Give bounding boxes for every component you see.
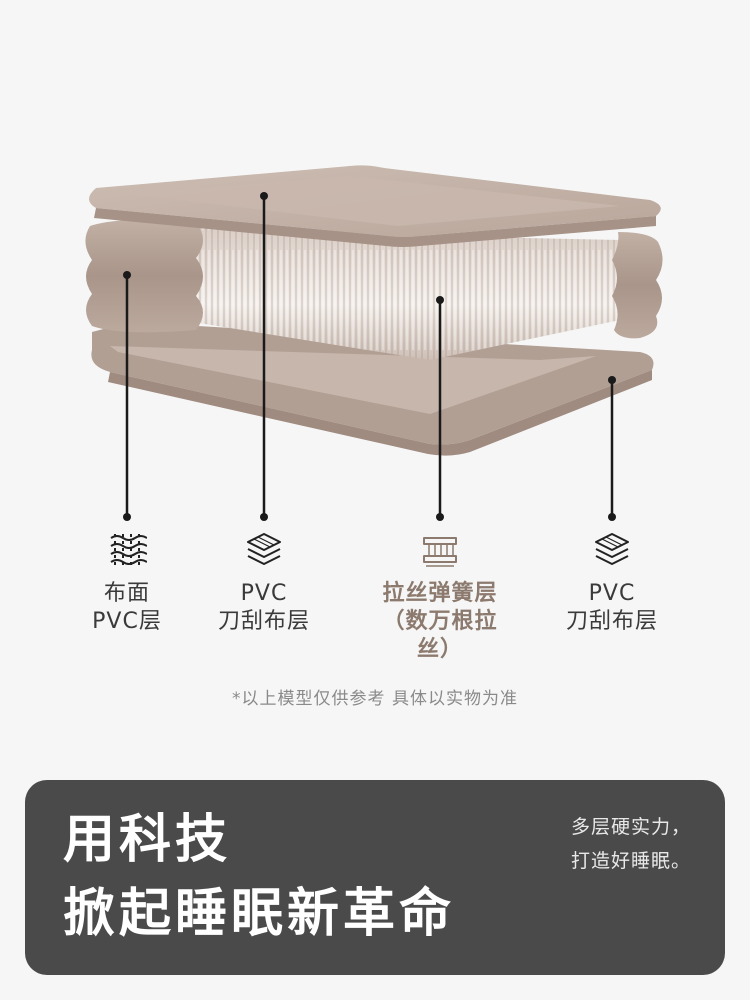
layer-name: PVC bbox=[240, 581, 288, 606]
layer-top-pvc: PVC 刀刮布层 bbox=[189, 530, 339, 636]
headline-line-1: 用科技 bbox=[63, 810, 232, 870]
drop-stitch-icon bbox=[423, 537, 457, 567]
callout-dot-top-pvc bbox=[260, 192, 268, 200]
layer-name-sub: PVC层 bbox=[92, 609, 162, 634]
stacked-layers-icon bbox=[595, 533, 629, 565]
disclaimer-note: *以上模型仅供参考 具体以实物为准 bbox=[232, 689, 518, 709]
stacked-layers-icon bbox=[247, 533, 281, 565]
layer-bottom-pvc: PVC 刀刮布层 bbox=[537, 530, 687, 636]
layer-name: PVC bbox=[588, 581, 636, 606]
layer-name-sub: 刀刮布层 bbox=[565, 609, 658, 634]
top-fabric-panel bbox=[89, 165, 661, 247]
banner-tagline: 多层硬实力， 打造好睡眠。 bbox=[571, 810, 691, 878]
layer-name: 布面 bbox=[103, 581, 150, 606]
woven-fabric-icon bbox=[110, 534, 147, 566]
tagline-line-1: 多层硬实力， bbox=[570, 816, 691, 838]
callout-dot-drop-stitch bbox=[436, 296, 444, 304]
bottom-pvc-panel bbox=[91, 322, 654, 456]
layer-name-sub: 刀刮布层 bbox=[217, 609, 310, 634]
layer-drop-stitch: 拉丝弹簧层 （数万根拉丝） bbox=[365, 530, 515, 664]
callout-dot-fabric-pvc bbox=[123, 271, 131, 279]
layer-name-sub: （数万根拉丝） bbox=[382, 609, 498, 662]
callout-dot-bottom-pvc bbox=[608, 376, 616, 384]
promo-banner: 用科技 掀起睡眠新革命 多层硬实力， 打造好睡眠。 bbox=[25, 780, 725, 975]
layer-fabric-pvc: 布面 PVC层 bbox=[52, 530, 202, 636]
tagline-line-2: 打造好睡眠。 bbox=[570, 850, 691, 872]
layer-name: 拉丝弹簧层 bbox=[382, 581, 498, 606]
drop-stitch-fiber-layer bbox=[85, 219, 663, 360]
headline-line-2: 掀起睡眠新革命 bbox=[63, 884, 456, 944]
mattress-layer-diagram bbox=[85, 165, 663, 521]
